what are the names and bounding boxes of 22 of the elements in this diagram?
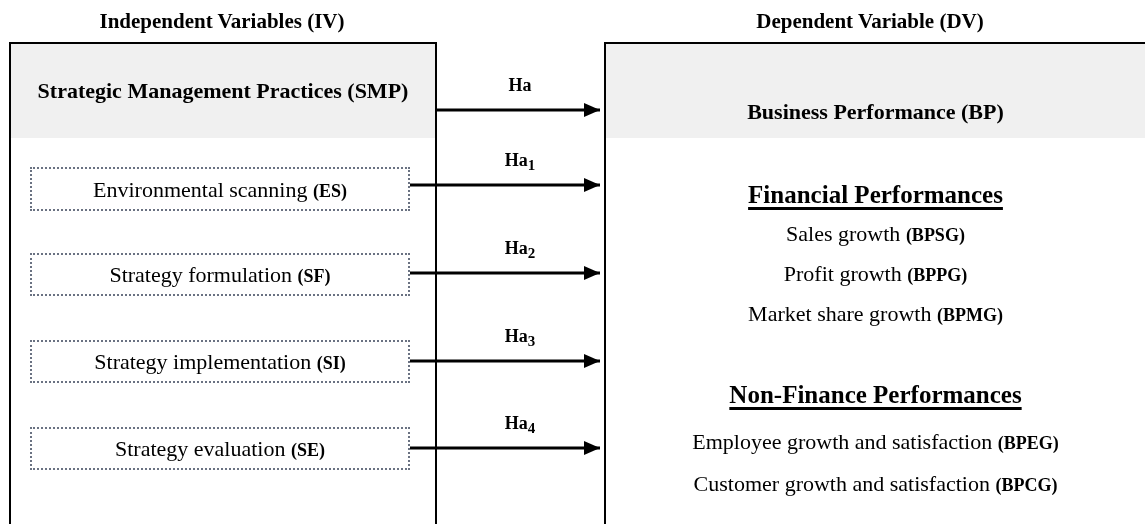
- variable-box: Strategy implementation (SI): [30, 340, 410, 383]
- variable-panel: [9, 42, 437, 524]
- arrow: [437, 103, 600, 117]
- panel-heading: Strategic Management Practices (SMP): [37, 77, 409, 105]
- variable-box: Environmental scanning (ES): [30, 167, 410, 211]
- arrow: [410, 178, 600, 192]
- list-item: Profit growth (BPPG): [783, 260, 968, 288]
- arrow: [410, 266, 600, 280]
- list-item: Employee growth and satisfaction (BPEG): [692, 428, 1059, 456]
- section-heading: Financial Performances: [748, 180, 1003, 210]
- variable-box: Strategy evaluation (SE): [30, 427, 410, 470]
- list-item: Sales growth (BPSG): [786, 220, 965, 248]
- list-item: Market share growth (BPMG): [748, 300, 1003, 328]
- section-heading: Non-Finance Performances: [729, 380, 1022, 410]
- variable-box: Strategy formulation (SF): [30, 253, 410, 296]
- arrow: [410, 354, 600, 368]
- column-heading: Independent Variables (IV): [99, 8, 345, 35]
- arrow: [410, 441, 600, 455]
- column-heading: Dependent Variable (DV): [756, 8, 984, 35]
- list-item: Customer growth and satisfaction (BPCG): [693, 470, 1058, 498]
- variable-panel: [604, 42, 1145, 524]
- panel-heading: Business Performance (BP): [747, 98, 1004, 126]
